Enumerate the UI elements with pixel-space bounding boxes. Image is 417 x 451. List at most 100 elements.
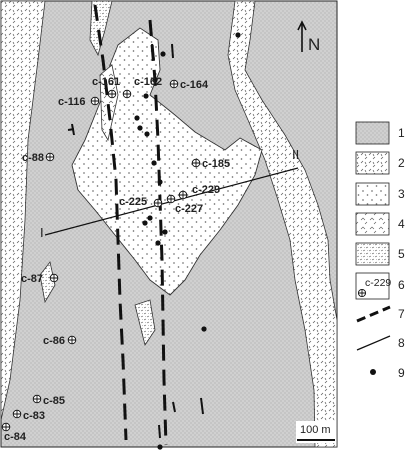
unit-2-band-west xyxy=(0,0,46,421)
sample-point xyxy=(201,326,207,332)
well-cross xyxy=(46,153,54,161)
legend-num-3: 3 xyxy=(398,187,405,201)
well-w86: c-86 xyxy=(43,335,77,347)
well-cross xyxy=(50,274,58,282)
well-w229: c-229 xyxy=(178,184,220,200)
well-w87: c-87 xyxy=(21,273,59,285)
well-cross xyxy=(179,191,187,199)
unit-2-band-east xyxy=(227,0,338,448)
dip-tick xyxy=(67,123,75,136)
well-w225: c-225 xyxy=(119,196,163,208)
well-w84: c-84 xyxy=(1,422,27,443)
well-label: c-85 xyxy=(43,395,65,407)
sample-point xyxy=(144,131,150,137)
well-w227: c-227 xyxy=(166,194,203,215)
well-markers: c-161 c-162 c-164 c-116 c-88 c-185 c-225 c-229 c… xyxy=(1,76,230,443)
legend-num-9: 9 xyxy=(398,366,405,380)
sample-point xyxy=(152,77,158,83)
legend-num-4: 4 xyxy=(398,217,405,231)
legend-swatch-7 xyxy=(356,305,391,323)
well-label: c-164 xyxy=(180,79,209,91)
dip-tick xyxy=(200,397,204,415)
dip-tick xyxy=(172,401,176,413)
well-label: c-88 xyxy=(22,152,44,164)
well-w164: c-164 xyxy=(169,79,209,91)
sample-point xyxy=(235,32,241,38)
legend-swatch-8 xyxy=(356,335,391,351)
legend-swatch-9 xyxy=(370,369,376,375)
well-label: c-185 xyxy=(202,158,230,170)
profile-start-label: I xyxy=(40,225,44,240)
sample-point xyxy=(147,215,153,221)
legend-swatch-4 xyxy=(355,212,390,236)
north-label: N xyxy=(308,35,320,54)
sample-point xyxy=(157,444,163,450)
well-label: c-86 xyxy=(43,335,65,347)
sample-point xyxy=(162,229,168,235)
well-label: c-83 xyxy=(23,410,45,422)
sample-point xyxy=(143,93,149,99)
well-cross xyxy=(13,410,21,418)
well-label: c-87 xyxy=(21,273,43,285)
legend-sample-label: c-229 xyxy=(365,277,391,289)
well-cross xyxy=(192,159,200,167)
legend-num-8: 8 xyxy=(398,336,405,350)
legend-num-2: 2 xyxy=(398,156,405,170)
profile-end-label: II xyxy=(292,147,299,162)
legend-well-symbol-icon xyxy=(357,288,367,298)
legend-num-6: 6 xyxy=(398,278,405,292)
legend-swatch-3 xyxy=(355,182,390,206)
well-label: c-161 xyxy=(92,76,120,88)
well-w116: c-116 xyxy=(58,96,100,108)
sample-point xyxy=(142,220,148,226)
fault-east xyxy=(148,19,168,446)
dip-tick xyxy=(158,424,161,439)
well-cross xyxy=(68,336,76,344)
sample-point xyxy=(137,125,143,131)
sample-points xyxy=(134,32,241,450)
well-cross xyxy=(33,395,41,403)
sample-point xyxy=(160,51,166,57)
legend: c-229 1 2 3 4 5 6 7 8 9 xyxy=(355,121,405,380)
legend-num-5: 5 xyxy=(398,247,405,261)
legend-num-1: 1 xyxy=(398,126,405,140)
legend-swatch-1 xyxy=(355,121,390,145)
sample-point xyxy=(155,240,161,246)
unit-5-lens-south xyxy=(134,299,156,346)
well-w161: c-161 xyxy=(92,76,120,99)
dip-tick xyxy=(171,43,174,59)
scale-bar-box xyxy=(296,421,336,443)
well-cross xyxy=(2,423,10,431)
sample-point xyxy=(134,115,140,121)
well-cross xyxy=(123,90,131,98)
dip-ticks xyxy=(67,43,204,439)
well-label: c-227 xyxy=(175,203,203,215)
well-label: c-84 xyxy=(4,431,27,443)
well-label: c-162 xyxy=(134,76,162,88)
well-w185: c-185 xyxy=(191,158,230,170)
legend-num-7: 7 xyxy=(398,307,405,321)
unit-5-lens-west xyxy=(39,261,56,304)
well-label: c-229 xyxy=(192,184,220,196)
sample-point xyxy=(157,179,163,185)
well-w162: c-162 xyxy=(122,76,162,99)
well-cross xyxy=(154,199,162,207)
scale-bar-label: 100 m xyxy=(300,424,331,436)
well-label: c-225 xyxy=(119,196,147,208)
sample-point xyxy=(151,160,157,166)
well-w83: c-83 xyxy=(12,409,45,422)
well-cross xyxy=(167,195,175,203)
well-cross xyxy=(170,80,178,88)
north-arrow-icon xyxy=(297,20,307,52)
well-w85: c-85 xyxy=(32,394,65,407)
fault-west xyxy=(93,4,128,441)
well-w88: c-88 xyxy=(22,152,55,164)
dip-tick xyxy=(151,43,155,61)
well-cross xyxy=(108,90,116,98)
legend-swatch-5 xyxy=(355,242,390,266)
unit-3-intrusion xyxy=(71,27,263,296)
well-cross xyxy=(91,97,99,105)
well-label: c-116 xyxy=(58,96,86,108)
legend-swatch-2 xyxy=(355,151,390,175)
